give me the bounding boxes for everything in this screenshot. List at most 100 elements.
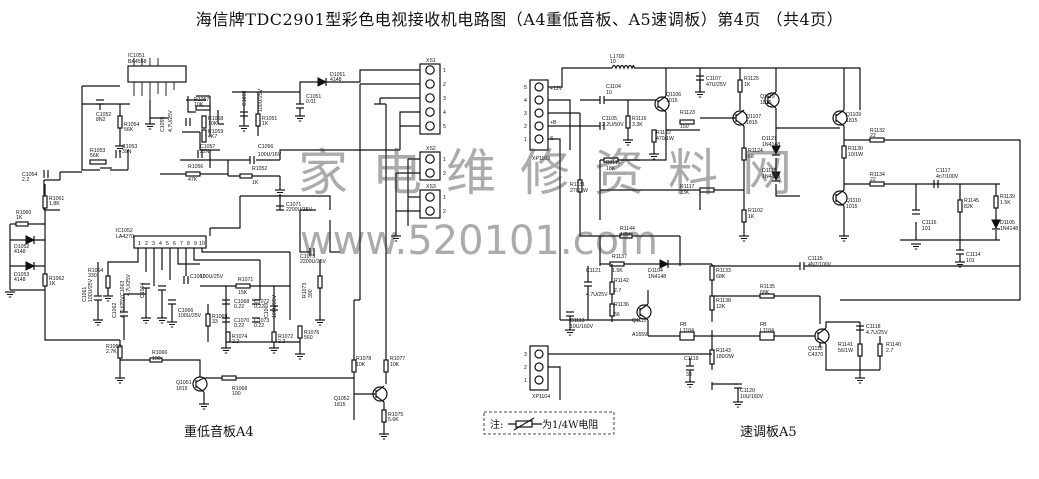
svg-text:9: 9	[194, 241, 197, 247]
svg-text:R1066: R1066	[152, 350, 167, 356]
d1105: D1105 1N4148	[991, 219, 1018, 232]
svg-text:C1116: C1116	[922, 220, 937, 226]
svg-text:22: 22	[870, 133, 876, 139]
svg-text:R1057: R1057	[194, 97, 209, 103]
svg-text:R1054: R1054	[124, 122, 139, 128]
q1107: Q1107 1815	[700, 109, 761, 127]
r1060: R1060 1K	[10, 210, 45, 227]
svg-text:3: 3	[443, 96, 446, 102]
r1051: R1051 1K	[255, 113, 277, 136]
svg-text:C1072: C1072	[254, 299, 269, 305]
q1106: Q1106 1015	[654, 92, 681, 113]
svg-text:56K: 56K	[124, 127, 134, 133]
svg-text:Q1110: Q1110	[846, 198, 861, 204]
svg-text:Q1052: Q1052	[334, 396, 350, 402]
r1075: R1075 5.6K	[381, 409, 403, 434]
svg-text:R1078: R1078	[356, 356, 371, 362]
svg-text:R1059: R1059	[208, 129, 223, 135]
r1053: R1053 56K	[89, 148, 107, 165]
page-title: 海信牌TDC2901型彩色电视接收机电路图（A4重低音板、A5速调板）第4页 （…	[195, 10, 844, 29]
svg-text:10/1W: 10/1W	[848, 152, 863, 158]
svg-text:C1064: C1064	[140, 283, 146, 298]
svg-text:39N: 39N	[122, 149, 132, 155]
r1122: R1122 470/1W	[651, 129, 674, 154]
svg-text:A1659: A1659	[632, 332, 647, 338]
svg-text:56K: 56K	[90, 153, 100, 159]
svg-text:0.22: 0.22	[254, 304, 264, 310]
svg-text:XP1104: XP1104	[532, 394, 550, 400]
svg-text:C1070: C1070	[234, 318, 249, 324]
svg-text:R1072: R1072	[278, 334, 293, 340]
svg-text:1.8K: 1.8K	[49, 201, 60, 207]
svg-text:10U/160V: 10U/160V	[570, 324, 594, 330]
svg-text:4.7U/25V: 4.7U/25V	[120, 296, 126, 318]
svg-text:XP1103: XP1103	[532, 156, 550, 162]
c1053: C1053 39N	[115, 144, 137, 158]
svg-text:2: 2	[443, 209, 446, 215]
connector-xs3: XS3 1 2	[419, 184, 446, 219]
svg-text:C1121: C1121	[586, 268, 601, 274]
c1117: C1117 4n7/100V	[933, 168, 959, 188]
svg-text:1815: 1815	[176, 386, 188, 392]
svg-text:0.22: 0.22	[234, 304, 244, 310]
svg-text:4.7U/25V: 4.7U/25V	[586, 292, 608, 298]
svg-text:R1074: R1074	[232, 334, 247, 340]
r1052: R1052 1K	[239, 166, 267, 186]
r1076: R1076 560	[297, 325, 319, 354]
svg-text:2.2U/50V: 2.2U/50V	[602, 122, 624, 128]
svg-text:C1062: C1062	[112, 303, 118, 318]
svg-text:C1119: C1119	[684, 356, 699, 362]
r1116: R1116 3.3K	[625, 100, 647, 140]
svg-text:R1130: R1130	[848, 146, 863, 152]
d1121: D1121 1N4148	[762, 136, 781, 156]
svg-text:1K: 1K	[16, 215, 23, 221]
svg-text:1: 1	[443, 195, 446, 201]
svg-text:C1063: C1063	[120, 281, 126, 296]
svg-text:1K: 1K	[252, 180, 259, 186]
fb-l1104-right: FB L1104	[759, 322, 775, 341]
r1074: R1074 2.2	[225, 331, 247, 345]
svg-text:R1052: R1052	[252, 166, 267, 172]
q1110: Q1110 1015	[832, 189, 861, 210]
svg-text:4148: 4148	[14, 277, 26, 283]
svg-text:R1139: R1139	[1000, 194, 1015, 200]
r1073: R1073 390	[302, 260, 323, 320]
c1054: C1054 2.2	[22, 170, 49, 183]
svg-text:1: 1	[524, 137, 527, 143]
svg-text:1N4148: 1N4148	[762, 174, 780, 180]
svg-text:390: 390	[308, 289, 314, 298]
watermark-url: www.520101.com	[300, 218, 658, 264]
r1063: R1063 2.7K	[106, 344, 123, 378]
r1071: R1071 15K	[200, 277, 290, 296]
c1105: C1105 2.2U/50V	[599, 116, 624, 130]
svg-text:4.7U/25V: 4.7U/25V	[866, 330, 888, 336]
c1118: C1118 4.7U/25V	[856, 324, 888, 336]
svg-text:1.5K: 1.5K	[1000, 200, 1011, 206]
svg-text:3: 3	[524, 352, 527, 358]
svg-text:6: 6	[173, 241, 176, 247]
svg-text:4: 4	[443, 110, 446, 116]
c1051: C1051 0.01	[294, 94, 321, 122]
svg-text:R1102: R1102	[748, 208, 763, 214]
svg-text:R1122: R1122	[656, 130, 671, 136]
svg-text:C1105: C1105	[602, 116, 617, 122]
svg-text:47K: 47K	[188, 177, 198, 183]
svg-text:2200U/25V: 2200U/25V	[300, 259, 326, 265]
svg-text:R1116: R1116	[632, 116, 647, 122]
svg-text:4148: 4148	[14, 249, 26, 255]
r1056: R1056 47K	[160, 164, 228, 183]
c1061: C1061 100U/25V	[82, 278, 102, 302]
svg-text:R1142: R1142	[614, 278, 629, 284]
svg-text:D1121: D1121	[762, 136, 777, 142]
svg-text:47U/25V: 47U/25V	[706, 82, 727, 88]
svg-text:22: 22	[870, 177, 876, 183]
svg-text:4: 4	[159, 241, 162, 247]
svg-text:R1133: R1133	[716, 268, 731, 274]
svg-text:4.7U/25V: 4.7U/25V	[168, 110, 174, 132]
c1115: C1115 4N7/100V	[712, 256, 1020, 270]
svg-text:C1071: C1071	[286, 202, 301, 208]
svg-text:1: 1	[443, 68, 446, 74]
svg-text:470/1W: 470/1W	[656, 136, 674, 142]
c1119: C1119 33	[684, 356, 699, 382]
